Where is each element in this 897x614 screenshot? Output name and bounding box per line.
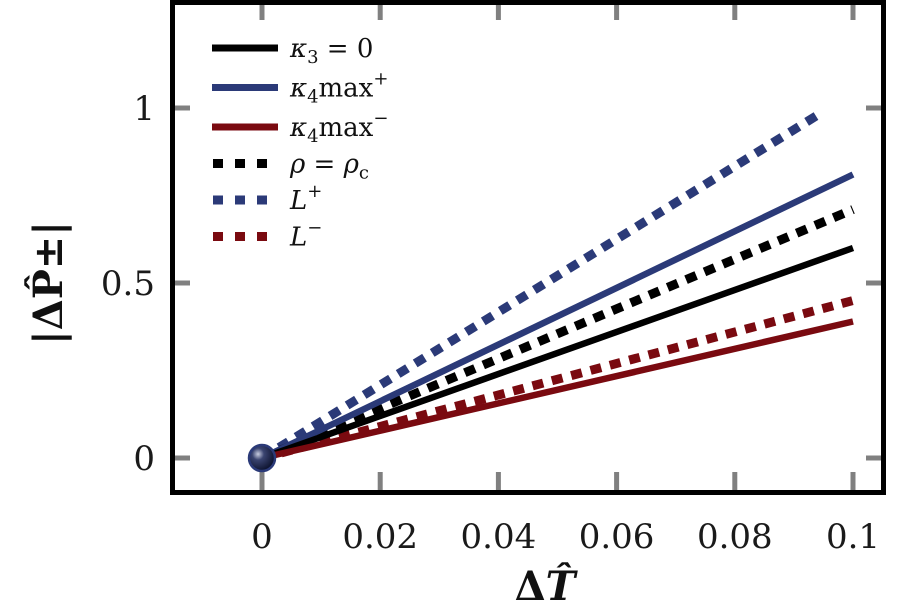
x-tick-label: 0.08 — [697, 517, 773, 557]
y-tick-labels: 00.51 — [101, 89, 155, 479]
x-tick-label: 0 — [251, 517, 273, 557]
legend-label: ρ = ρc — [289, 150, 369, 184]
x-tick-label: 0.02 — [342, 517, 418, 557]
legend-label: κ4max+ — [289, 69, 388, 108]
axis-ticks — [175, 5, 881, 490]
legend-label: κ4max− — [289, 108, 388, 147]
series-line — [259, 107, 826, 462]
legend-label: L+ — [289, 181, 322, 216]
plot-frame — [170, 0, 886, 495]
series-lines — [259, 107, 855, 463]
origin-marker — [247, 443, 277, 473]
x-tick-label: 0.1 — [826, 517, 880, 557]
x-tick-label: 0.04 — [461, 517, 537, 557]
y-tick-label: 0 — [133, 439, 155, 479]
series-line — [261, 318, 854, 462]
x-tick-label: 0.06 — [579, 517, 655, 557]
x-axis-title: ΔT̂ — [515, 563, 579, 610]
series-line — [260, 296, 855, 463]
x-tick-labels: 0 0.02 0.04 0.06 0.08 0.1 — [251, 517, 880, 557]
legend-label: κ3 = 0 — [289, 34, 373, 68]
series-line — [260, 205, 855, 463]
y-tick-label: 1 — [133, 89, 155, 129]
series-line — [260, 244, 855, 462]
y-tick-label: 0.5 — [101, 264, 155, 304]
series-line — [260, 171, 855, 461]
y-axis-title: |ΔP̂±| — [25, 221, 72, 345]
sphere-marker-icon — [247, 443, 277, 473]
legend-label: L− — [289, 218, 322, 253]
